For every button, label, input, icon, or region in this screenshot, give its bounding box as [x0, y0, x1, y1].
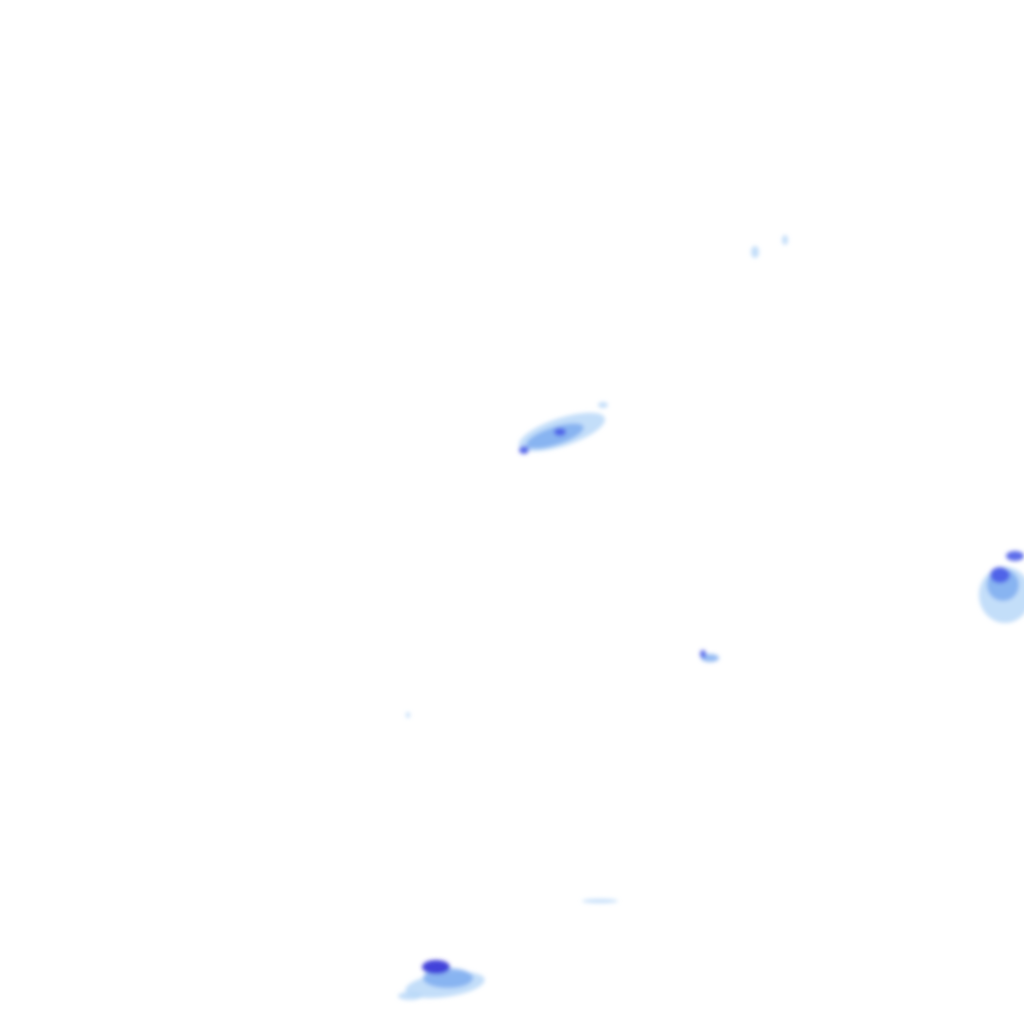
precip-cell-south: [398, 960, 485, 1000]
precip-cell-small: [406, 650, 719, 903]
precip-cell-north: [751, 235, 788, 258]
precip-cell-center: [518, 402, 608, 454]
precip-cell-east: [979, 551, 1024, 623]
